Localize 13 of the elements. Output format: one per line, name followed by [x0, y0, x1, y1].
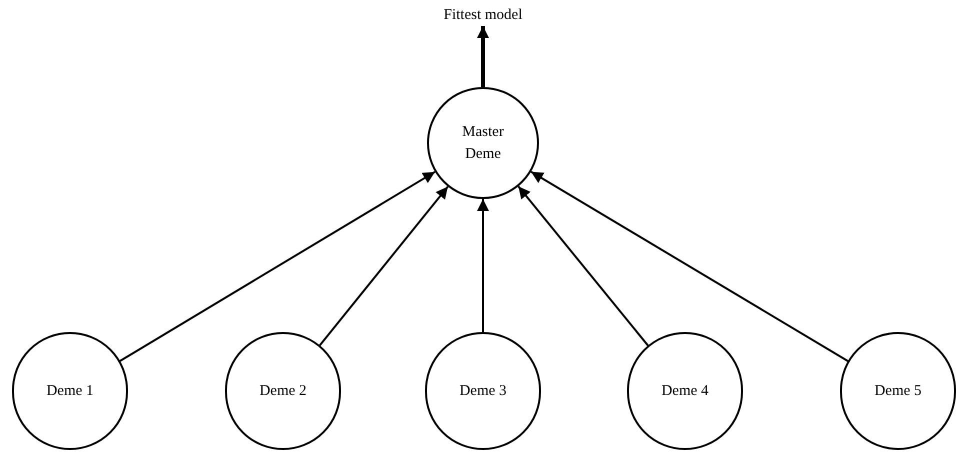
arrow	[477, 26, 489, 87]
node-text: Deme 4	[660, 382, 710, 401]
arrow	[477, 199, 489, 332]
arrow	[319, 186, 449, 346]
node-text: Deme 3	[458, 382, 508, 401]
node-text: Deme 5	[873, 382, 923, 401]
arrow	[119, 170, 436, 362]
arrow	[530, 170, 848, 362]
node-text: Master Deme	[461, 123, 505, 164]
node-text: Fittest model	[444, 6, 522, 25]
node-text: Deme 1	[45, 382, 95, 401]
node-text: Deme 2	[258, 382, 308, 401]
arrow	[518, 186, 649, 346]
